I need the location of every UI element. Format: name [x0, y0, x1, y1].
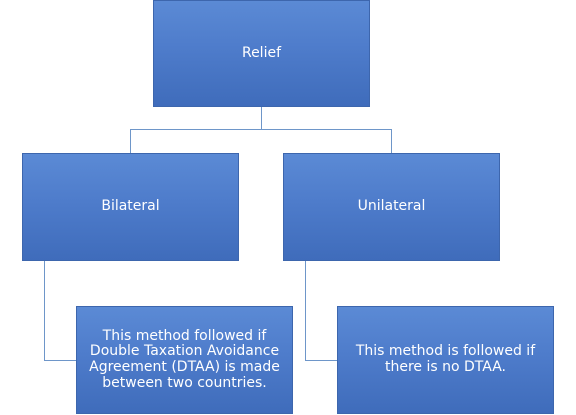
- connector-bilateral-to-description: [44, 261, 76, 361]
- bilateral-label: Bilateral: [101, 198, 160, 215]
- unilateral-description-text: This method is followed if there is no D…: [355, 343, 536, 375]
- unilateral-label: Unilateral: [357, 198, 426, 215]
- bilateral-node: Bilateral: [22, 153, 239, 261]
- relief-label: Relief: [241, 44, 282, 61]
- bilateral-description-node: This method followed if Double Taxation …: [76, 306, 293, 414]
- unilateral-description-node: This method is followed if there is no D…: [337, 306, 554, 414]
- unilateral-node: Unilateral: [283, 153, 500, 261]
- bilateral-description-text: This method followed if Double Taxation …: [89, 327, 280, 391]
- connector-root-to-branches: [130, 107, 392, 153]
- relief-node: Relief: [153, 0, 370, 107]
- connector-unilateral-to-description: [305, 261, 337, 361]
